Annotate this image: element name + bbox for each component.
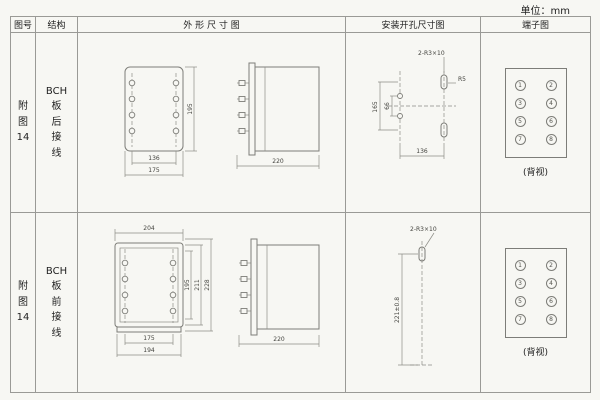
slot-note: 2-R3×10 — [410, 226, 437, 233]
dim-211: 211 — [194, 279, 201, 291]
terminal-row: 5 6 — [514, 296, 557, 308]
dim-195: 195 — [187, 103, 194, 115]
terminal-circle: 6 — [545, 116, 557, 128]
mounting-drawing-2: 2-R3×10 221±0.8 — [345, 212, 481, 393]
terminal-diagram-2: 1 2 3 4 5 6 7 8 (背视) — [480, 212, 591, 393]
header-terminal: 端子图 — [480, 16, 591, 33]
dim-136: 136 — [148, 155, 160, 162]
front-dimensions: 136 175 195 — [124, 66, 197, 177]
mounting-svg-2: 2-R3×10 221±0.8 — [394, 226, 437, 367]
terminal-row: 1 2 — [514, 259, 557, 271]
front-dimensions-right: 195 211 228 — [184, 238, 213, 331]
terminal-circle: 3 — [514, 277, 526, 289]
mounting-dimensions: 165 66 136 2-R3×10 R5 — [372, 50, 466, 159]
unit-label: 单位：mm — [520, 6, 570, 17]
slot-bottom — [440, 122, 448, 137]
slot-top — [418, 246, 426, 261]
dim-195-b: 195 — [184, 279, 191, 291]
slot-top — [440, 74, 448, 89]
row-front-wiring: 附 图 14 BCH 板 前 接 线 204 — [10, 212, 591, 393]
terminal-row: 3 4 — [514, 277, 557, 289]
header-row: 图号 结构 外 形 尺 寸 图 安装开孔尺寸图 端子图 — [10, 16, 591, 33]
side-dimensions: 220 — [238, 334, 319, 347]
terminal-circle: 3 — [514, 97, 526, 109]
terminal-circle: 1 — [514, 259, 526, 271]
drill-pattern — [388, 70, 456, 141]
header-outline: 外 形 尺 寸 图 — [77, 16, 346, 33]
spec-table: 图号 结构 外 形 尺 寸 图 安装开孔尺寸图 端子图 附 图 14 BCH 板… — [10, 16, 591, 393]
outline-svg-1: 136 175 195 — [124, 62, 319, 177]
terminal-circle: 2 — [545, 79, 557, 91]
terminal-circle: 6 — [545, 296, 557, 308]
terminal-circle: 7 — [514, 134, 526, 146]
terminal-caption: (背视) — [522, 347, 549, 358]
terminal-row: 3 4 — [514, 97, 557, 109]
terminal-circle: 7 — [514, 314, 526, 326]
dim-175-b: 175 — [143, 335, 155, 342]
front-dimensions-bottom: 175 194 — [116, 333, 181, 357]
header-structure: 结构 — [35, 16, 78, 33]
terminal-circle: 8 — [545, 314, 557, 326]
terminal-circle: 4 — [545, 97, 557, 109]
outline-svg-2: 204 175 — [114, 225, 319, 357]
terminal-row: 7 8 — [514, 314, 557, 326]
front-view — [114, 242, 183, 332]
mounting-svg-1: 165 66 136 2-R3×10 R5 — [372, 50, 466, 159]
dim-175: 175 — [148, 167, 160, 174]
front-dimensions-top: 204 — [114, 225, 183, 241]
dim-165: 165 — [372, 101, 379, 113]
terminal-caption: (背视) — [522, 167, 549, 178]
dim-221: 221±0.8 — [394, 296, 401, 322]
side-dimensions: 220 — [236, 154, 319, 169]
terminal-circle: 4 — [545, 277, 557, 289]
terminal-box: 1 2 3 4 5 6 7 8 — [504, 247, 567, 338]
dim-136-mount: 136 — [416, 148, 428, 155]
radius-note: R5 — [458, 76, 466, 83]
side-view — [238, 238, 319, 335]
fig-no-1: 附 图 14 — [10, 32, 36, 213]
terminal-circle: 5 — [514, 296, 526, 308]
terminal-row: 5 6 — [514, 116, 557, 128]
side-view — [236, 62, 319, 155]
header-fig-no: 图号 — [10, 16, 36, 33]
terminal-row: 7 8 — [514, 134, 557, 146]
header-mounting: 安装开孔尺寸图 — [345, 16, 481, 33]
terminal-circle: 5 — [514, 116, 526, 128]
dim-66: 66 — [384, 102, 391, 110]
dim-228: 228 — [204, 279, 211, 291]
front-view — [124, 66, 183, 151]
terminal-row: 1 2 — [514, 79, 557, 91]
terminal-diagram-1: 1 2 3 4 5 6 7 8 (背视) — [480, 32, 591, 213]
outline-drawing-1: 136 175 195 — [77, 32, 346, 213]
dim-204: 204 — [143, 225, 155, 232]
row-rear-wiring: 附 图 14 BCH 板 后 接 线 136 — [10, 32, 591, 213]
terminal-circle: 1 — [514, 79, 526, 91]
terminal-circle: 2 — [545, 259, 557, 271]
structure-2: BCH 板 前 接 线 — [35, 212, 78, 393]
fig-no-2: 附 图 14 — [10, 212, 36, 393]
dim-220-b: 220 — [273, 336, 285, 343]
structure-1: BCH 板 后 接 线 — [35, 32, 78, 213]
drill-pattern — [410, 240, 434, 367]
dim-194: 194 — [143, 347, 155, 354]
terminal-box: 1 2 3 4 5 6 7 8 — [504, 67, 567, 158]
terminal-circle: 8 — [545, 134, 557, 146]
slot-note: 2-R3×10 — [418, 50, 445, 57]
outline-drawing-2: 204 175 — [77, 212, 346, 393]
mounting-dimensions: 2-R3×10 221±0.8 — [394, 226, 437, 365]
mounting-drawing-1: 165 66 136 2-R3×10 R5 — [345, 32, 481, 213]
dim-220: 220 — [272, 158, 284, 165]
